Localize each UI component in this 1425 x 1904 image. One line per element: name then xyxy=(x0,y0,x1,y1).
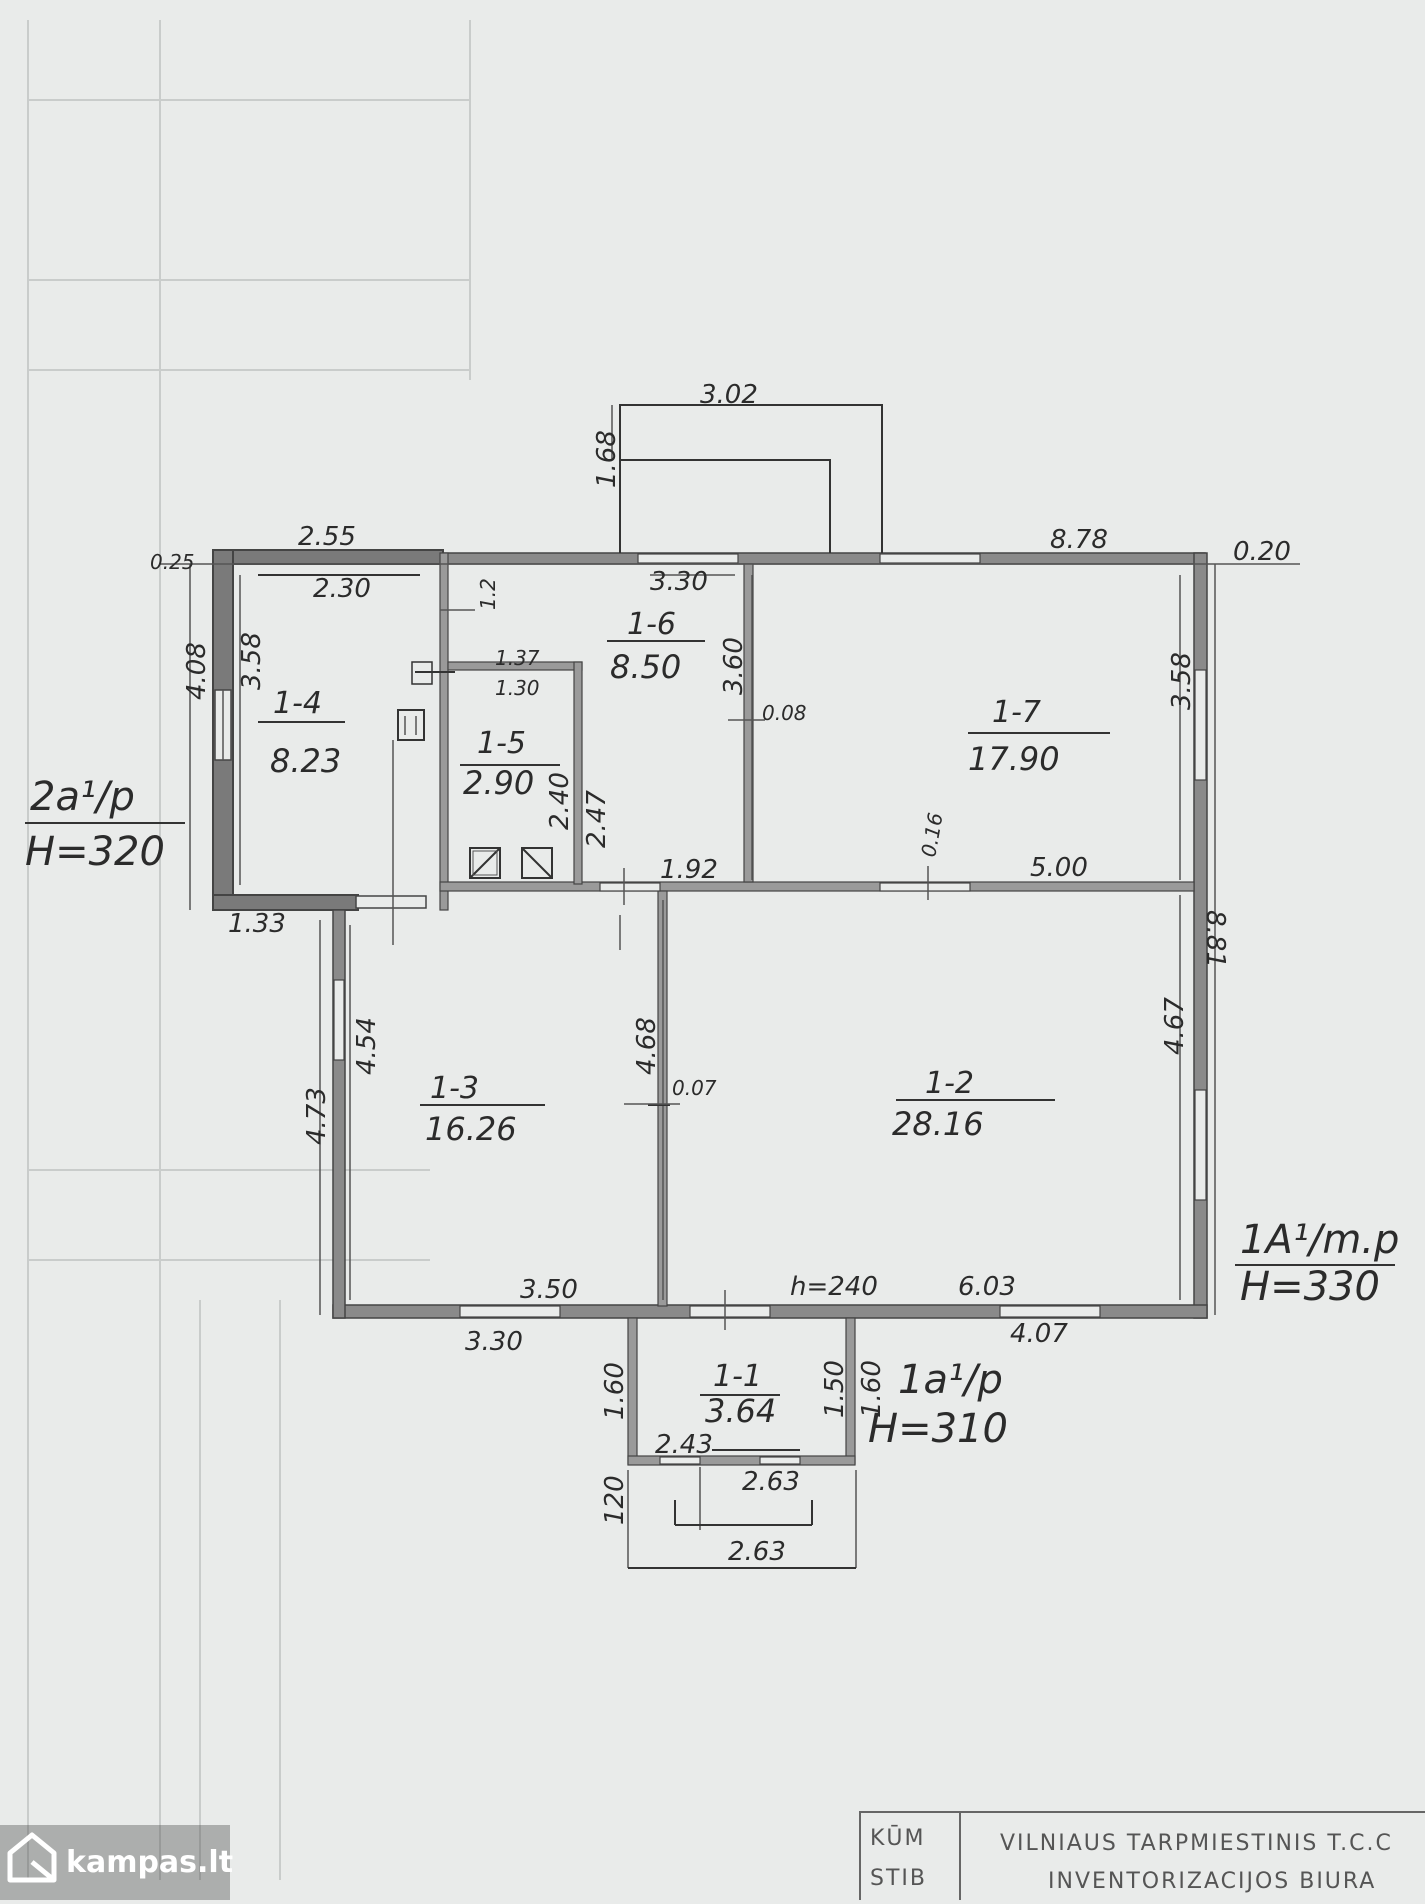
left-block-code: 2a¹/p xyxy=(30,774,135,820)
dim-4-67: 4.67 xyxy=(1160,997,1190,1055)
dim-0-16: 0.16 xyxy=(916,811,947,859)
dim-1-50: 1.50 xyxy=(820,1360,850,1418)
dim-8-81: 8.81 xyxy=(1200,910,1230,968)
dim-2-47: 2.47 xyxy=(582,790,612,848)
room-area-1-3: 16.26 xyxy=(425,1110,517,1148)
dim-0-07: 0.07 xyxy=(672,1076,717,1100)
dim-2-55: 2.55 xyxy=(298,522,356,552)
dim-5-00: 5.00 xyxy=(1030,853,1088,883)
room-area-1-1: 3.64 xyxy=(705,1392,776,1430)
room-id-1-7: 1-7 xyxy=(992,695,1041,730)
room-area-1-5: 2.90 xyxy=(463,764,534,802)
dim-2-40: 2.40 xyxy=(545,772,575,830)
dim-3-30-top: 3.30 xyxy=(650,567,708,597)
room-id-1-5: 1-5 xyxy=(477,726,526,761)
dim-1-60-left: 1.60 xyxy=(600,1362,630,1420)
room-id-1-2: 1-2 xyxy=(925,1066,974,1101)
room-id-1-3: 1-3 xyxy=(430,1071,479,1106)
openings xyxy=(214,553,1207,1465)
dim-3-02: 3.02 xyxy=(700,380,758,410)
house-icon xyxy=(7,1832,57,1883)
dim-0-08: 0.08 xyxy=(762,701,807,725)
room-area-1-4: 8.23 xyxy=(270,742,341,780)
dim-3-50: 3.50 xyxy=(520,1275,578,1305)
room-area-1-7: 17.90 xyxy=(968,740,1060,778)
stamp-text-2-left: STIB xyxy=(870,1866,927,1891)
dim-1-37: 1.37 xyxy=(495,646,540,670)
title-block: KŪM STIB VILNIAUS TARPMIESTINIS T.C.C IN… xyxy=(859,1811,1425,1903)
dimension-labels: 3.02 1.68 2.55 0.25 8.78 0.20 2.30 1.2 3… xyxy=(150,380,1291,1567)
dim-0-20: 0.20 xyxy=(1233,537,1291,567)
room-id-1-6: 1-6 xyxy=(627,607,676,642)
dim-3-60: 3.60 xyxy=(719,637,749,695)
right-block-code: 1A¹/m.p xyxy=(1240,1217,1399,1263)
dim-2-30: 2.30 xyxy=(313,574,371,604)
dim-1-60-right: 1.60 xyxy=(857,1360,887,1418)
dim-2-63-outer: 2.63 xyxy=(728,1537,786,1567)
dim-1-68: 1.68 xyxy=(592,430,622,488)
dim-0-25: 0.25 xyxy=(150,550,195,574)
dim-8-78: 8.78 xyxy=(1050,525,1108,555)
left-block-height: H=320 xyxy=(25,829,165,875)
stamp-text-1-right: VILNIAUS TARPMIESTINIS T.C.C xyxy=(1000,1831,1393,1856)
dim-1-30: 1.30 xyxy=(495,676,540,700)
dim-h-240: h=240 xyxy=(790,1272,878,1302)
dim-3-58-left: 3.58 xyxy=(237,632,267,690)
dim-4-73: 4.73 xyxy=(302,1087,332,1145)
dim-3-58-right: 3.58 xyxy=(1167,652,1197,710)
watermark-text: kampas.lt xyxy=(66,1845,233,1880)
dim-1-2: 1.2 xyxy=(476,578,500,610)
dimension-lines xyxy=(160,404,1300,1569)
room-area-1-6: 8.50 xyxy=(610,648,681,686)
room-area-1-2: 28.16 xyxy=(892,1105,984,1143)
dim-2-63-inner: 2.63 xyxy=(742,1467,800,1497)
dim-4-07: 4.07 xyxy=(1010,1319,1068,1349)
room-id-1-1: 1-1 xyxy=(713,1359,762,1394)
dim-120: 120 xyxy=(600,1475,630,1525)
block-labels: 2a¹/p H=320 1A¹/m.p H=330 1a¹/p H=310 xyxy=(25,774,1399,1452)
room-labels: 1-4 8.23 1-5 2.90 1-6 8.50 1-7 17.90 1-3… xyxy=(258,607,1060,1430)
room-id-1-4: 1-4 xyxy=(273,686,322,721)
stamp-text-1-left: KŪM xyxy=(870,1825,926,1851)
faint-form-grid xyxy=(27,20,471,1880)
dim-1-33: 1.33 xyxy=(228,909,286,939)
dim-3-30-bottom: 3.30 xyxy=(465,1327,523,1357)
watermark: kampas.lt xyxy=(0,1825,233,1900)
porch-block-code: 1a¹/p xyxy=(898,1357,1003,1403)
right-block-height: H=330 xyxy=(1240,1264,1380,1310)
dim-4-08: 4.08 xyxy=(182,642,212,700)
porch-block-height: H=310 xyxy=(868,1406,1008,1452)
dim-4-68: 4.68 xyxy=(632,1017,662,1075)
stamp-text-2-right: INVENTORIZACIJOS BIURA xyxy=(1048,1869,1376,1894)
dim-1-92: 1.92 xyxy=(660,855,718,885)
dim-2-43: 2.43 xyxy=(655,1430,713,1460)
dim-4-54: 4.54 xyxy=(352,1017,382,1075)
dim-6-03: 6.03 xyxy=(958,1272,1016,1302)
